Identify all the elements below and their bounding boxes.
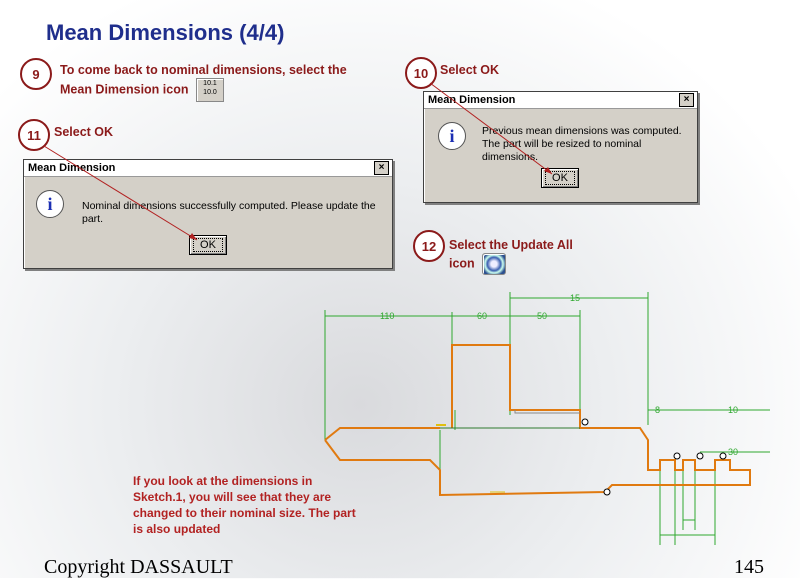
ok-button-label: OK [193,238,223,252]
info-icon: i [36,190,64,218]
close-icon[interactable]: × [374,161,389,175]
pointer-line-11 [43,145,198,241]
sketch-profile [324,344,751,497]
page-number: 145 [734,556,764,578]
dialog-message: Nominal dimensions successfully computed… [82,200,376,225]
dimension-lines [324,292,770,545]
pointer-arrowhead-11 [189,233,197,240]
dimension-110: 110 [380,311,394,321]
step-9-text: To come back to nominal dimensions, sele… [60,62,370,102]
dialog-title: Mean Dimension [28,162,116,174]
step-11-text: Select OK [54,125,114,139]
sketch-point [673,452,681,460]
sketch-point [581,418,589,426]
step-12-label: Select the Update All icon [449,238,573,271]
mean-dimension-dialog-success: Mean Dimension × i Nominal dimensions su… [23,159,393,269]
dialog-title: Mean Dimension [428,94,516,106]
close-icon[interactable]: × [679,93,694,107]
pointer-arrowhead-10 [544,167,552,174]
dimension-8: 8 [655,405,660,415]
step-9-label: To come back to nominal dimensions, sele… [60,63,347,97]
step-9-badge: 9 [20,58,52,90]
sketch-inner-line [514,410,580,414]
info-icon: i [438,122,466,150]
update-all-icon[interactable] [482,253,507,275]
dimension-60: 60 [477,311,487,321]
page-title: Mean Dimensions (4/4) [46,20,285,45]
mean-dimension-dialog-nominal: Mean Dimension × i Previous mean dimensi… [423,91,698,203]
dimension-15: 15 [570,293,580,303]
dialog-title-bar: Mean Dimension × [24,160,392,177]
dimension-values: 110 60 50 15 8 10 30 [380,293,738,457]
dimension-50: 50 [537,311,547,321]
sketch-point [719,452,727,460]
step-12-text: Select the Update All icon [449,237,599,275]
dialog-message-line-1: Previous mean dimensions was computed. [482,125,682,137]
sketch-point [603,488,611,496]
ok-button[interactable]: OK [189,235,227,255]
explanation-note: If you look at the dimensions in Sketch.… [133,474,356,536]
copyright-footer: Copyright DASSAULT [44,556,233,578]
sketch-point [696,452,704,460]
dialog-message: Previous mean dimensions was computed. T… [482,125,697,164]
step-10-text: Select OK [440,63,500,77]
step-11-badge: 11 [18,119,50,151]
dialog-title-bar: Mean Dimension × [424,92,697,109]
dimension-30: 30 [728,447,738,457]
dimension-10: 10 [728,405,738,415]
ok-button-label: OK [545,171,575,185]
pointer-line-10 [429,82,553,175]
step-12-badge: 12 [413,230,445,262]
dialog-message-line-2: The part will be resized to nominal dime… [482,138,642,163]
